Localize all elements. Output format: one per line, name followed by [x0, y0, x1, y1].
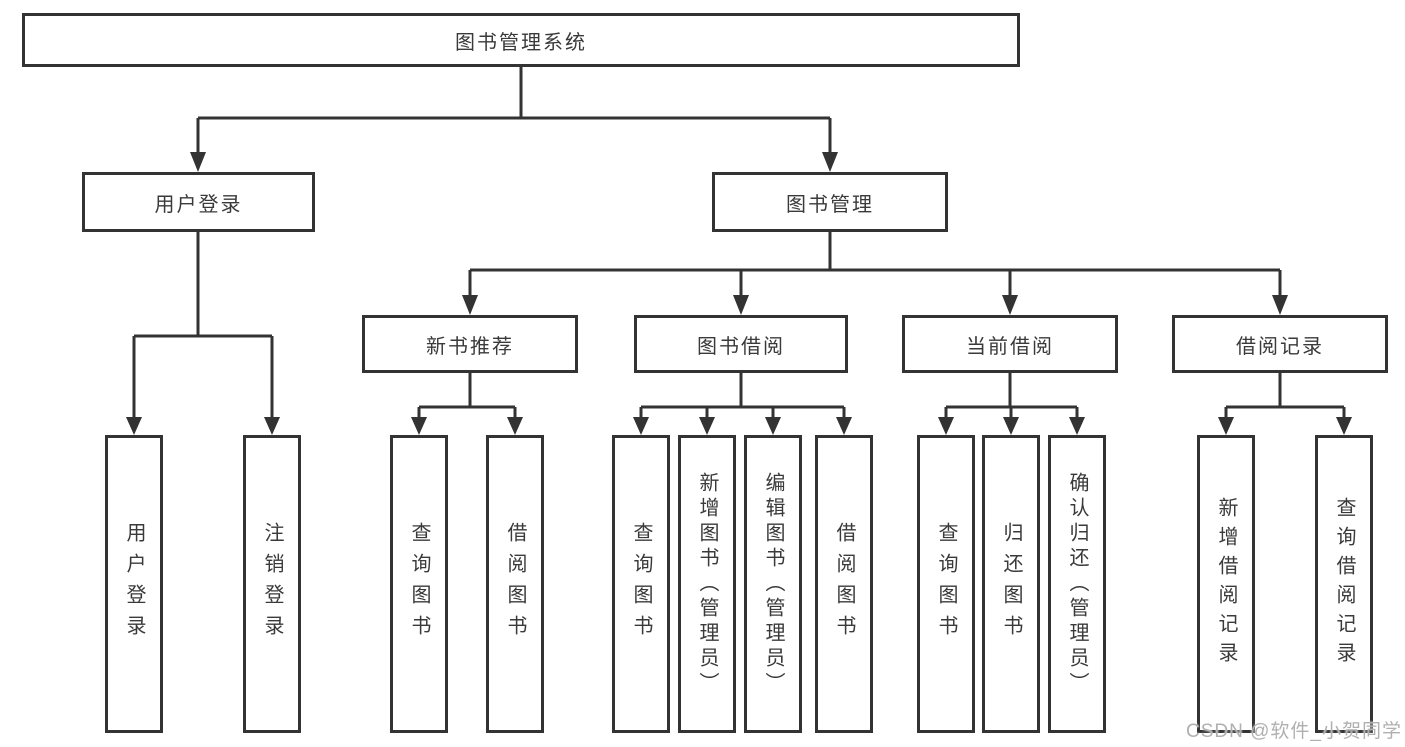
node-label: 新增图书（管理员）	[696, 471, 718, 697]
leaf-borrow-book-1: 借阅图书	[486, 435, 544, 733]
node-label: 借阅图书	[833, 522, 855, 646]
node-label: 编辑图书（管理员）	[762, 471, 784, 697]
leaf-logout: 注销登录	[243, 435, 301, 733]
node-borrow-records: 借阅记录	[1172, 315, 1388, 373]
node-label: 查询图书	[935, 522, 957, 646]
leaf-query-book-1: 查询图书	[390, 435, 448, 733]
leaf-return-book: 归还图书	[982, 435, 1040, 733]
leaf-borrow-book-2: 借阅图书	[815, 435, 873, 733]
node-label: 用户登录	[123, 522, 145, 646]
leaf-confirm-return-admin: 确认归还（管理员）	[1048, 435, 1106, 733]
node-label: 用户登录	[154, 193, 243, 216]
connector-borrowrecords-to-leaves	[1218, 373, 1352, 435]
connector-root-to-level2	[190, 67, 838, 172]
node-current-borrow: 当前借阅	[902, 315, 1118, 373]
node-label: 注销登录	[261, 522, 283, 646]
node-label: 查询图书	[630, 522, 652, 646]
node-root: 图书管理系统	[22, 13, 1020, 67]
node-new-book-recommend: 新书推荐	[362, 315, 578, 373]
node-book-borrow: 图书借阅	[634, 315, 848, 373]
leaf-query-borrow-record: 查询借阅记录	[1315, 435, 1373, 733]
connector-currentborrow-to-leaves	[938, 373, 1085, 435]
leaf-query-book-2: 查询图书	[612, 435, 670, 733]
node-label: 图书管理系统	[455, 31, 587, 54]
node-label: 归还图书	[1000, 522, 1022, 646]
node-label: 借阅图书	[504, 522, 526, 646]
node-book-management: 图书管理	[712, 172, 948, 232]
leaf-add-book-admin: 新增图书（管理员）	[678, 435, 736, 733]
connector-bookborrow-to-leaves	[633, 373, 852, 435]
node-label: 新书推荐	[426, 335, 514, 358]
node-label: 查询借阅记录	[1333, 497, 1355, 671]
node-label: 图书借阅	[697, 335, 785, 358]
connector-userlogin-to-leaves	[126, 232, 280, 435]
node-user-login: 用户登录	[82, 172, 315, 232]
csdn-watermark: CSDN @软件_小贺同学	[1186, 721, 1402, 742]
node-label: 图书管理	[786, 193, 874, 216]
connector-bookmgmt-to-level3	[462, 232, 1288, 315]
node-label: 确认归还（管理员）	[1066, 471, 1088, 697]
leaf-edit-book-admin: 编辑图书（管理员）	[744, 435, 802, 733]
leaf-query-book-3: 查询图书	[917, 435, 975, 733]
leaf-user-login: 用户登录	[105, 435, 163, 733]
connector-newbookrec-to-leaves	[411, 373, 523, 435]
node-label: 新增借阅记录	[1215, 497, 1237, 671]
node-label: 借阅记录	[1236, 335, 1324, 358]
node-label: 查询图书	[408, 522, 430, 646]
leaf-add-borrow-record: 新增借阅记录	[1197, 435, 1255, 733]
node-label: 当前借阅	[966, 335, 1054, 358]
